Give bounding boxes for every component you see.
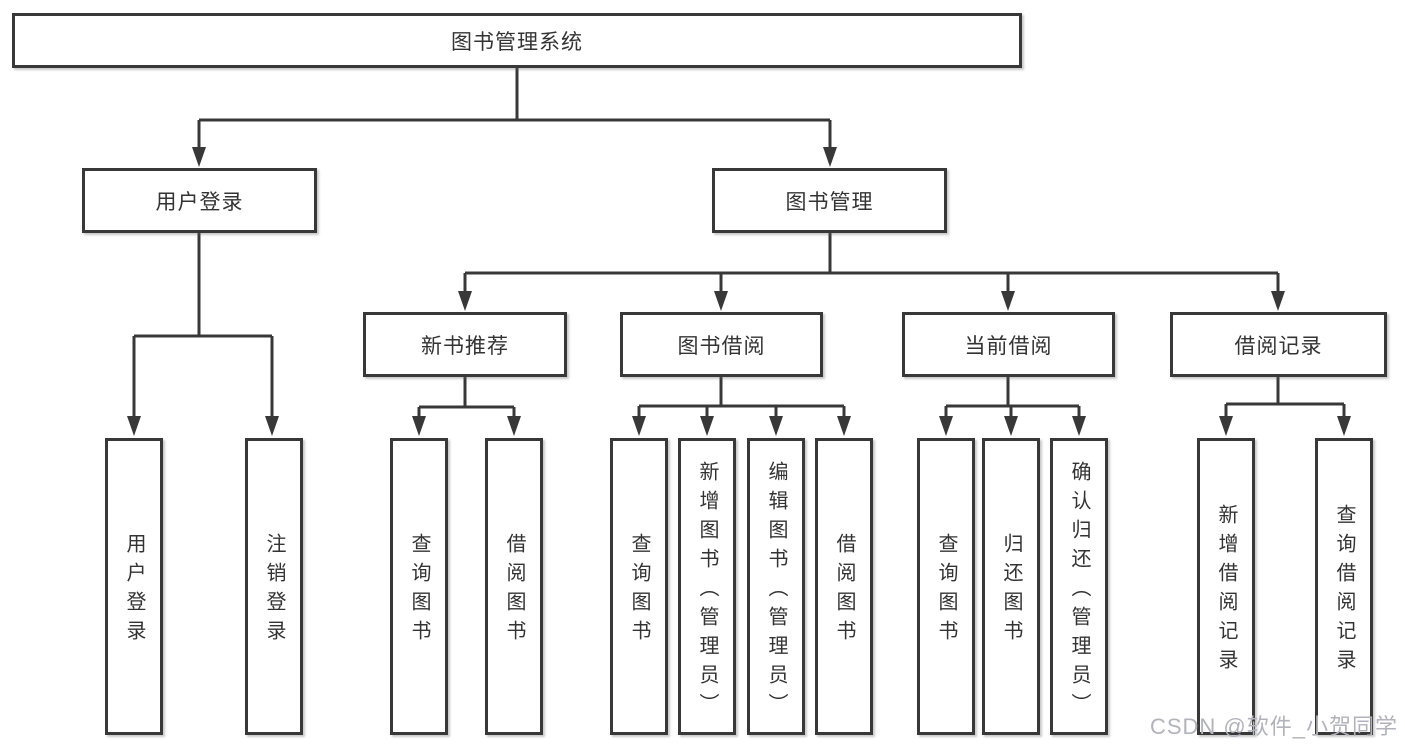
leaf-borrow-books: 借阅图书 xyxy=(815,438,873,735)
node-book-management: 图书管理 xyxy=(712,168,947,233)
leaf-add-book-admin: 新增图书（管理员） xyxy=(678,438,736,735)
node-user-login: 用户登录 xyxy=(82,168,317,233)
leaf-user-login: 用户登录 xyxy=(105,438,163,735)
node-library-management-system: 图书管理系统 xyxy=(12,13,1022,68)
node-borrowing-records: 借阅记录 xyxy=(1170,312,1387,377)
leaf-query-borrow-record: 查询借阅记录 xyxy=(1315,438,1373,735)
node-current-borrowing: 当前借阅 xyxy=(902,312,1115,377)
leaf-query-books: 查询图书 xyxy=(917,438,975,735)
leaf-logout: 注销登录 xyxy=(245,438,303,735)
node-book-borrowing: 图书借阅 xyxy=(620,312,823,377)
watermark-text: CSDN @软件_小贺同学 xyxy=(1149,714,1398,739)
leaf-query-books: 查询图书 xyxy=(390,438,448,735)
leaf-edit-book-admin: 编辑图书（管理员） xyxy=(747,438,805,735)
leaf-query-books: 查询图书 xyxy=(610,438,668,735)
leaf-borrow-books: 借阅图书 xyxy=(485,438,543,735)
leaf-confirm-return-admin: 确认归还（管理员） xyxy=(1050,438,1108,735)
leaf-return-books: 归还图书 xyxy=(982,438,1040,735)
leaf-add-borrow-record: 新增借阅记录 xyxy=(1197,438,1255,735)
node-new-book-recommendation: 新书推荐 xyxy=(363,312,567,377)
